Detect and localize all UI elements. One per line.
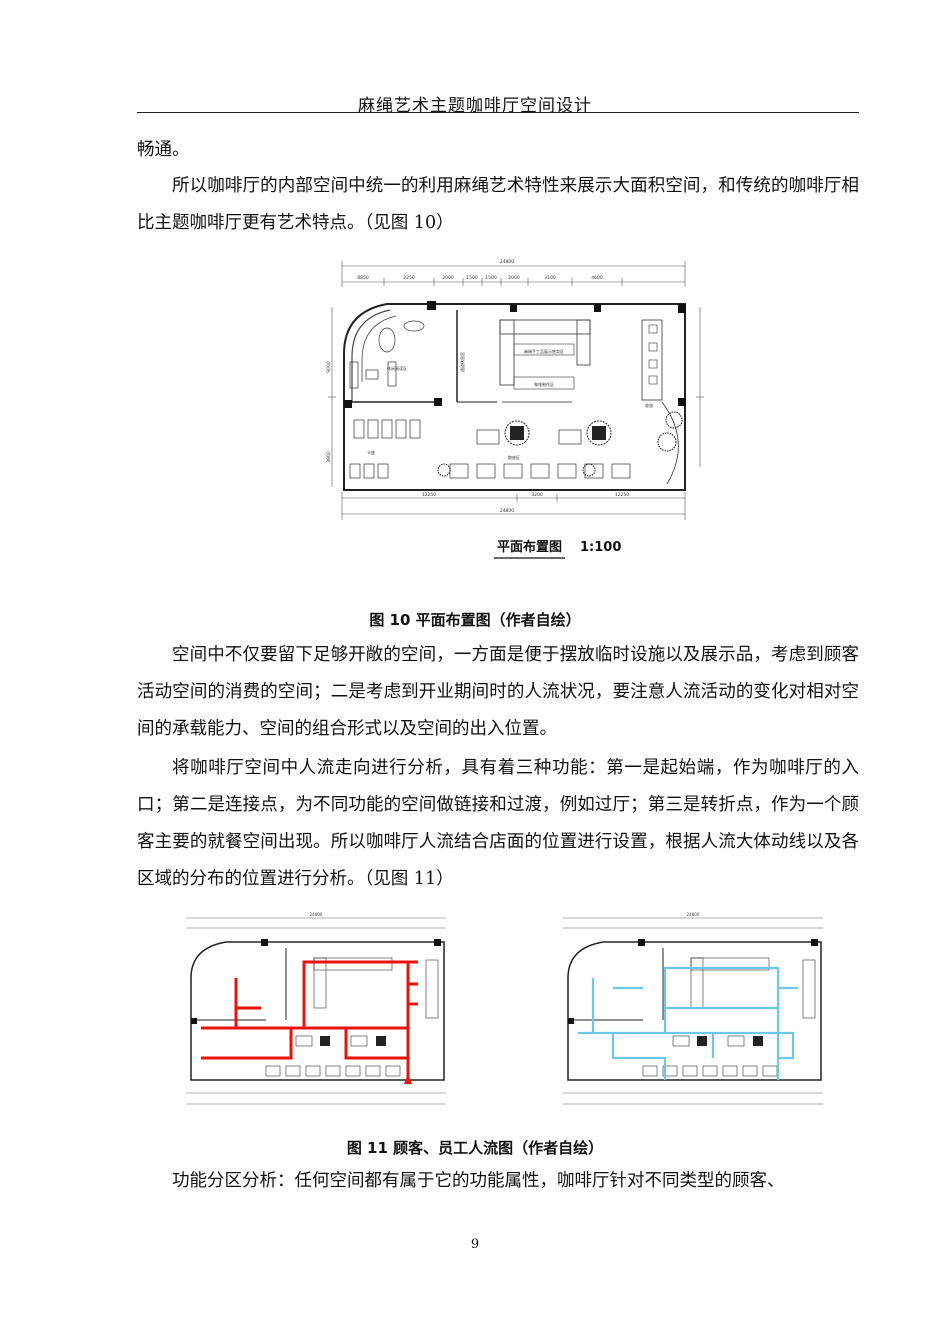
zone-rope-label: 休闲阅读区 [387,365,407,371]
figure-11-caption: 图 11 顾客、员工人流图（作者自绘） [346,1139,604,1157]
plan-scale: 1:100 [580,540,621,555]
dim-side-1: 3800 [326,451,332,463]
dim-bottom-total: 24800 [500,508,514,514]
dim-bottom-2: 12250 [615,492,629,498]
paragraph-1: 所以咖啡厅的内部空间中统一的利用麻绳艺术特性来展示大面积空间，和传统的咖啡厅相比… [137,176,859,233]
dim-top-3: 1500 [466,275,478,281]
zone-counter-label: 收银 [645,402,653,408]
zone-corridor-label: 通道休息区 [459,352,465,372]
figure-11-staff-flow: 24800 [563,912,823,1105]
page-number: 9 [470,1237,480,1252]
running-header: 麻绳艺术主题咖啡厅空间设计 [358,96,592,116]
paragraph-3: 将咖啡厅空间中人流走向进行分析，具有着三种功能：第一是起始端，作为咖啡厅的入口；… [137,758,859,889]
dim-bottom-1: 3200 [531,492,543,498]
dim-top-total: 24800 [500,259,514,265]
figure-10-floor-plan: 24800 8850 2250 2000 1500 1500 2000 3100… [326,259,704,559]
paragraph-4: 功能分区分析：任何空间都有属于它的功能属性，咖啡厅针对不同类型的顾客、 [172,1171,785,1191]
dim-top-1: 2250 [403,275,415,281]
dim-top-5: 2000 [508,275,520,281]
dim-top-7: 4600 [591,275,603,281]
dim-side-0: 9000 [326,361,332,373]
dim-top-2: 2000 [442,275,454,281]
figure-11-customer-flow: 24800 [186,912,446,1105]
paragraph-2: 空间中不仅要留下足够开敞的空间，一方面是便于摆放临时设施以及展示品，考虑到顾客活… [137,645,859,739]
header-rule [137,112,859,113]
staff-flow-lines [578,966,798,1080]
zone-coffee-label: 咖啡制作区 [534,381,554,387]
dim-top-0: 8850 [357,275,369,281]
customer-flow-lines [201,960,418,1080]
paragraph-0: 畅通。 [137,140,190,160]
zone-dining-label: 散座区 [508,454,520,460]
dim-top-6: 3100 [544,275,556,281]
fig11-right-dim: 24800 [687,912,700,917]
plan-title: 平面布置图 [497,539,562,555]
dim-bottom-0: 12250 [422,492,436,498]
fig11-left-dim: 24800 [310,912,323,917]
zone-booth-label: 卡座 [367,449,375,455]
zone-craft-label: 麻绳手工品展示售卖区 [524,348,564,354]
dim-top-4: 1500 [485,275,497,281]
figure-10-caption: 图 10 平面布置图（作者自绘） [369,611,581,629]
